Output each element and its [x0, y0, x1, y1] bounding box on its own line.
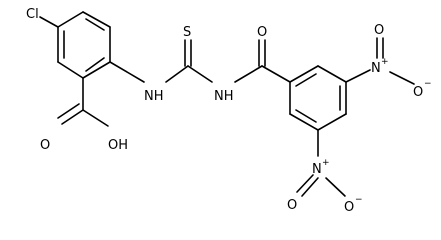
bond-c-o-double — [61, 109, 84, 125]
right-benzene-ring — [289, 65, 347, 131]
atom-nh-left: NH — [144, 89, 164, 104]
bond — [261, 65, 291, 83]
bond — [57, 61, 84, 79]
bond-n-o-double — [301, 177, 319, 197]
atom-oxygen-bottom-right: O — [344, 200, 354, 215]
bond — [187, 65, 213, 83]
bond — [317, 113, 347, 131]
charge-plus-bottom: + — [322, 158, 330, 168]
bond — [82, 61, 111, 79]
double-bond-inner — [85, 18, 105, 31]
charge-minus-top: − — [424, 79, 432, 89]
left-benzene-ring — [57, 11, 111, 79]
atom-nitrogen-top: N — [371, 61, 381, 76]
structure-diagram: Cl OH O NH S NH O N + O O − N + O O − — [26, 7, 432, 215]
double-bond-inner — [85, 57, 105, 72]
atom-nh-right: NH — [214, 89, 234, 104]
molecule-drawing: Cl OH O NH S NH O N + O O − N + O O − — [26, 7, 432, 215]
charge-minus-bottom: − — [355, 195, 363, 205]
bond — [109, 61, 145, 83]
amide-carbonyl — [258, 39, 291, 83]
atom-nitrogen-bottom: N — [312, 162, 322, 177]
charge-plus-top: + — [381, 57, 389, 67]
atom-oxygen-top-up: O — [374, 23, 384, 38]
bond — [82, 11, 111, 28]
bond-n-o-single — [325, 177, 346, 197]
nitro-group-bottom — [296, 129, 346, 197]
atom-sulfur: S — [183, 25, 191, 40]
double-bond-inner — [295, 109, 317, 123]
atom-chlorine: Cl — [26, 7, 39, 22]
double-bond-inner — [295, 73, 317, 87]
carboxylic-acid-group — [57, 77, 109, 127]
bond — [289, 65, 319, 83]
bond — [345, 69, 371, 83]
thiourea-linker — [109, 39, 263, 83]
bond — [165, 65, 189, 83]
bond-n-o-double — [296, 174, 314, 193]
bond-c-cl — [39, 16, 59, 28]
bond — [317, 65, 347, 83]
bond — [57, 11, 84, 28]
nitro-group-top — [345, 37, 415, 85]
atom-hydroxyl: OH — [108, 138, 128, 153]
bond — [289, 113, 319, 131]
atom-oxygen-amide: O — [257, 25, 267, 40]
atom-oxygen-top-right: O — [413, 85, 423, 100]
atom-oxygen-acid: O — [40, 138, 50, 153]
bond-c-o-double — [57, 103, 80, 119]
bond-n-o-single — [389, 71, 415, 85]
bond-c-oh — [82, 109, 109, 127]
bond — [234, 65, 263, 83]
atom-oxygen-bottom-down: O — [287, 198, 297, 213]
